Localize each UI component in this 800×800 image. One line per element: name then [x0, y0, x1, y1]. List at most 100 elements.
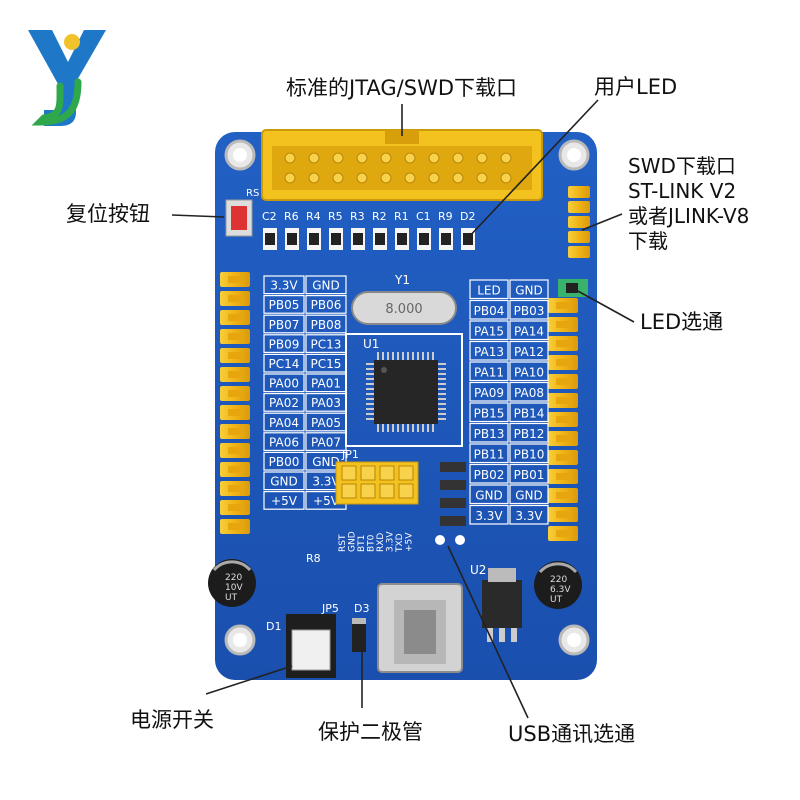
swd-label-line-4: 下载	[628, 229, 668, 253]
pin-label: 3.3V	[475, 509, 503, 523]
pin-label: PB12	[514, 427, 545, 441]
pin-label: PB03	[514, 304, 545, 318]
pin-label: PA09	[474, 386, 504, 400]
jp1-pin	[341, 465, 357, 481]
jp1-pin	[398, 483, 414, 499]
pin-label: GND	[312, 279, 340, 293]
pin-label: PB02	[474, 468, 505, 482]
svg-text:Y1: Y1	[394, 273, 410, 287]
jtag-pin	[476, 172, 488, 184]
swd-pin	[568, 186, 590, 198]
capacitor-left: 220 10V UT	[208, 559, 256, 607]
pin-label: PA15	[474, 325, 504, 339]
jtag-pin	[428, 152, 440, 164]
component-ref: R4	[306, 210, 321, 223]
pin-label: PA03	[311, 396, 341, 410]
pin-label: PB07	[269, 318, 300, 332]
svg-text:U2: U2	[470, 563, 486, 577]
component-ref: R6	[284, 210, 299, 223]
component-ref: C2	[262, 210, 277, 223]
swd-header	[568, 186, 590, 258]
pin-label: GND	[475, 489, 503, 503]
pin-label: 3.3V	[270, 279, 298, 293]
swd-pin	[568, 246, 590, 258]
swd-label: SWD下载口 ST-LINK V2 或者JLINK-V8 下载	[628, 154, 749, 254]
pin-label: GND	[270, 475, 298, 489]
pin-label: +5V	[271, 494, 298, 508]
jp1-pin	[379, 483, 395, 499]
jtag-pin	[404, 172, 416, 184]
jp1-pin	[341, 483, 357, 499]
pin-label: 3.3V	[515, 509, 543, 523]
swd-pin	[568, 201, 590, 213]
callout-lines	[171, 99, 635, 719]
pin-label: 3.3V	[312, 475, 340, 489]
capacitor-right: 220 6.3V UT	[534, 561, 582, 609]
pin-label: PB05	[269, 298, 300, 312]
left-pin-header	[220, 272, 250, 534]
svg-text:D3: D3	[354, 602, 369, 615]
pin-label: PA08	[514, 386, 544, 400]
pin-label: PB06	[311, 298, 342, 312]
pin-label: PB04	[474, 304, 505, 318]
swd-label-line-3: 或者JLINK-V8	[628, 204, 750, 228]
jtag-pin	[476, 152, 488, 164]
pin-label: GND	[515, 284, 543, 298]
pin-label: PA12	[514, 345, 544, 359]
jtag-pin	[308, 172, 320, 184]
jp1-pin	[360, 483, 376, 499]
swd-label-line-1: SWD下载口	[628, 154, 736, 178]
pin-label: PA07	[311, 435, 341, 449]
pin-label: PA04	[269, 416, 299, 430]
jtag-pin	[452, 172, 464, 184]
jp1-pin-label: GND	[348, 531, 358, 552]
reset-button-part	[225, 199, 253, 237]
pin-label: PA06	[269, 435, 299, 449]
jtag-pin	[284, 152, 296, 164]
pin-label: LED	[477, 284, 501, 298]
pin-label: PA00	[269, 377, 299, 391]
jtag-label: 标准的JTAG/SWD下载口	[286, 76, 517, 100]
usb-select-label: USB通讯选通	[508, 722, 636, 746]
jp1-header	[335, 461, 419, 505]
pin-label: PB09	[269, 337, 300, 351]
jtag-header	[261, 129, 543, 201]
reset-button-label: 复位按钮	[66, 202, 150, 226]
pin-label: PB10	[514, 448, 545, 462]
pin-label: PC15	[311, 357, 342, 371]
pin-label: PA02	[269, 396, 299, 410]
svg-text:UT: UT	[225, 593, 238, 603]
pin-label: PC14	[269, 357, 300, 371]
jtag-pin	[380, 172, 392, 184]
component-ref: R1	[394, 210, 409, 223]
jp1-pin-label: 3.3V	[386, 531, 396, 552]
protection-diode	[352, 618, 366, 652]
jp1-pin-label: RXD	[376, 533, 386, 552]
pin-label: GND	[515, 489, 543, 503]
jtag-pin	[332, 152, 344, 164]
jtag-pin	[284, 172, 296, 184]
power-switch-part	[286, 614, 336, 678]
component-ref: R5	[328, 210, 343, 223]
jp1-pin	[379, 465, 395, 481]
mounting-holes	[224, 139, 590, 656]
mcu-chip	[345, 333, 463, 447]
component-ref: R2	[372, 210, 387, 223]
pin-label: PB00	[269, 455, 300, 469]
jtag-pin	[404, 152, 416, 164]
jtag-pin	[500, 172, 512, 184]
pin-label: PA13	[474, 345, 504, 359]
pin-label: PB08	[311, 318, 342, 332]
power-switch-label: 电源开关	[130, 708, 214, 732]
jtag-pin	[356, 152, 368, 164]
svg-text:UT: UT	[550, 595, 563, 605]
pin-label: PB13	[474, 427, 505, 441]
pin-label: PB15	[474, 407, 505, 421]
component-ref: D2	[460, 210, 475, 223]
crystal: 8.000	[351, 291, 457, 325]
right-pin-header	[548, 298, 578, 541]
pin-label: PC13	[311, 337, 342, 351]
pin-label: PA01	[311, 377, 341, 391]
